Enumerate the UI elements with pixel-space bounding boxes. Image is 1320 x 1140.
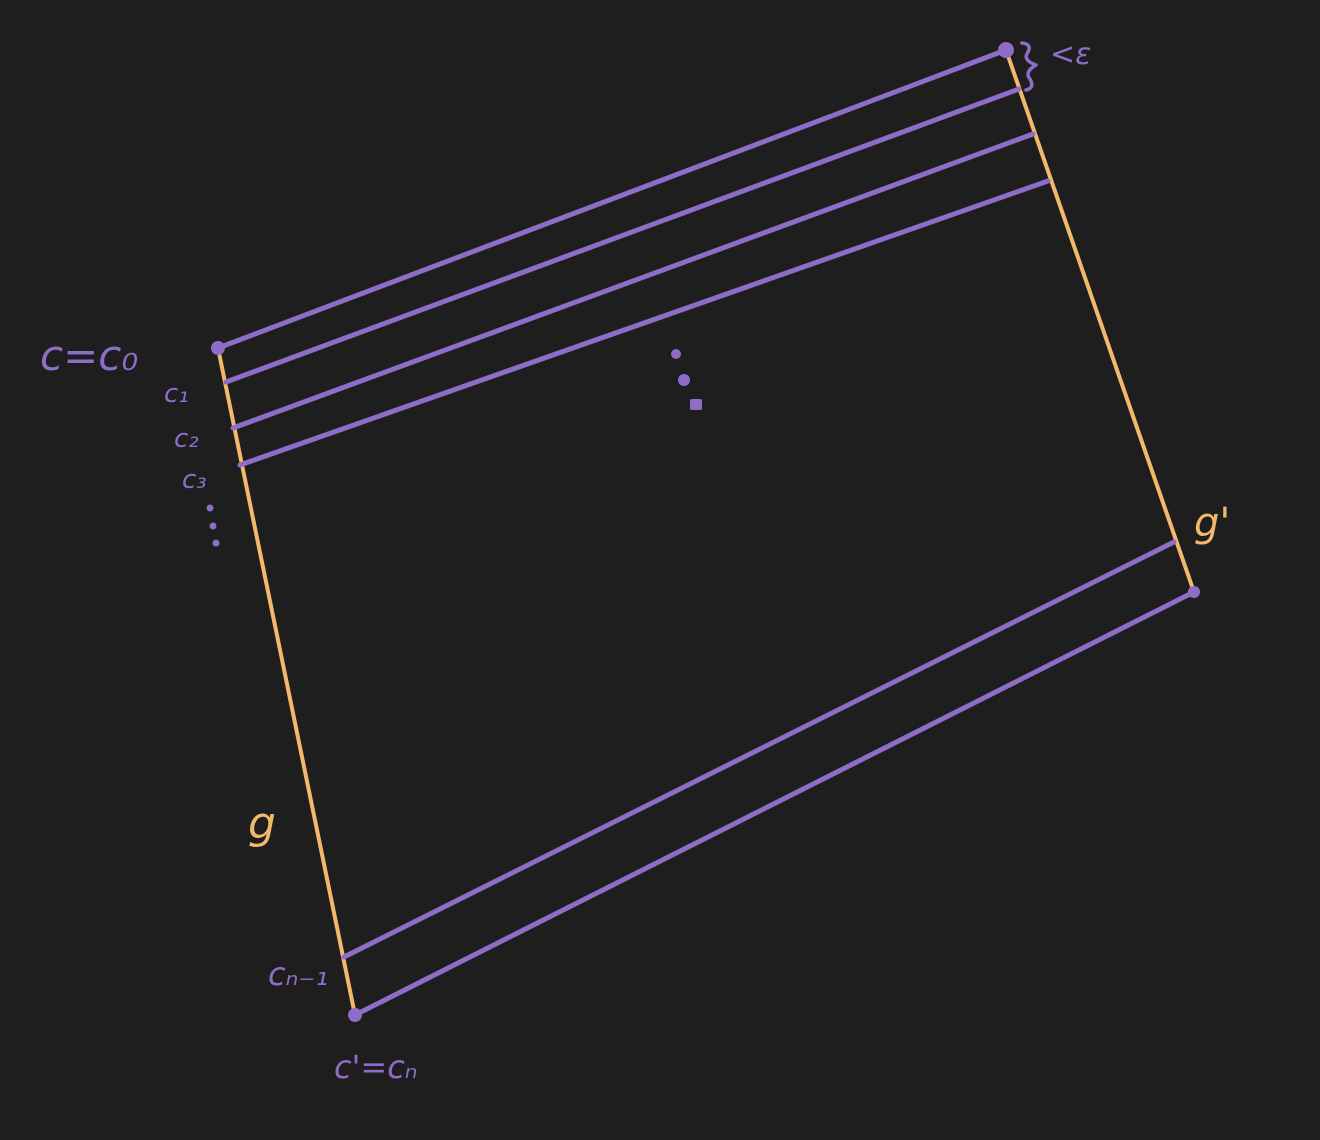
- middle-ellipsis: [671, 349, 702, 410]
- epsilon-brace: [1020, 41, 1038, 92]
- label-c1: c₁: [164, 379, 189, 409]
- left-ellipsis: [206, 504, 220, 547]
- curve-c0: [215, 47, 1009, 351]
- path-g-prime: [1004, 48, 1196, 594]
- point-c-top-right: [998, 42, 1014, 58]
- label-epsilon: <ε: [1050, 37, 1091, 72]
- curve-c1: [223, 86, 1022, 385]
- label-c-end: c'=cₙ: [334, 1048, 418, 1086]
- curve-c-n-minus-1: [341, 539, 1177, 960]
- point-c-end-right: [1188, 586, 1200, 598]
- label-c3: c₃: [182, 465, 207, 495]
- point-c-start: [211, 341, 225, 355]
- curve-c3: [237, 178, 1051, 468]
- curve-c2: [230, 131, 1036, 431]
- label-c2: c₂: [174, 424, 199, 454]
- path-g: [216, 346, 357, 1017]
- label-g-prime: g': [1194, 500, 1230, 546]
- curve-cn: [352, 589, 1197, 1018]
- label-g: g: [248, 798, 276, 849]
- label-c-n-minus-1: cₙ₋₁: [268, 955, 328, 993]
- point-c-end: [348, 1008, 362, 1022]
- label-c-start: c=c₀: [40, 331, 138, 380]
